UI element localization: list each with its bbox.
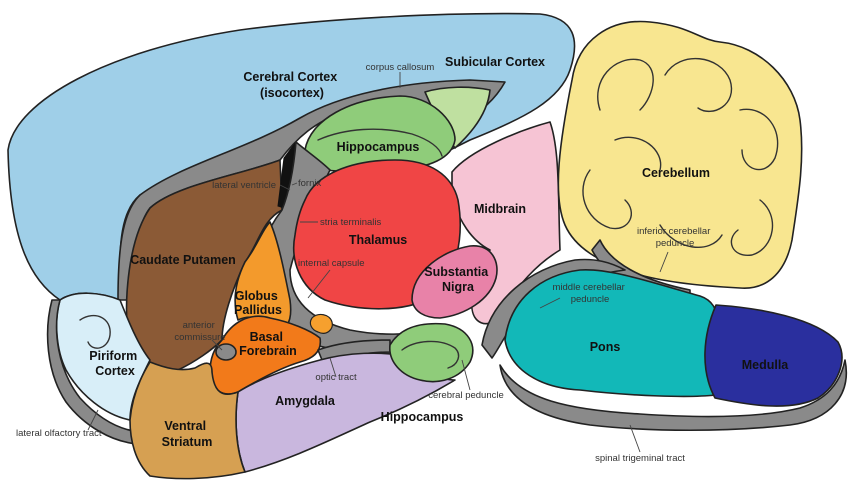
label-globus-pallidus: Globus Pallidus xyxy=(234,289,282,317)
annotation-spinal-trigeminal-tract: spinal trigeminal tract xyxy=(595,453,685,464)
label-hippocampus-dorsal: Hippocampus xyxy=(337,140,420,154)
label-thalamus: Thalamus xyxy=(349,233,407,247)
label-subicular-cortex: Subicular Cortex xyxy=(445,55,545,69)
hippocampus-dorsal-fold xyxy=(317,128,443,157)
substantia-nigra-region xyxy=(411,245,498,319)
leader-lines xyxy=(87,72,669,453)
label-pons: Pons xyxy=(590,340,621,354)
anterior-commissure-shape xyxy=(215,343,237,361)
label-midbrain: Midbrain xyxy=(474,202,526,216)
annotation-internal-capsule: internal capsule xyxy=(298,258,365,269)
annotation-optic-tract: optic tract xyxy=(315,372,357,383)
label-cerebellum: Cerebellum xyxy=(642,166,710,180)
label-hippocampus-ventral: Hippocampus xyxy=(381,410,464,424)
spinal-trigeminal-tract-band xyxy=(499,359,847,432)
annotation-stria-terminalis: stria terminalis xyxy=(320,217,381,228)
label-amygdala: Amygdala xyxy=(275,394,336,408)
small-nucleus-shape xyxy=(309,313,333,334)
label-caudate-putamen: Caudate Putamen xyxy=(130,253,236,267)
label-cerebral-cortex: Cerebral Cortex (isocortex) xyxy=(243,70,340,100)
globus-pallidus-region xyxy=(234,221,292,331)
ventral-striatum-region xyxy=(129,361,246,480)
label-ventral-striatum: Ventral Striatum xyxy=(162,419,213,449)
annotation-cerebral-peduncle: cerebral peduncle xyxy=(428,390,504,401)
label-medulla: Medulla xyxy=(742,358,790,372)
label-basal-forebrain: Basal Forebrain xyxy=(239,330,297,358)
piriform-fold xyxy=(79,315,111,349)
medulla-region xyxy=(704,304,843,407)
annotation-lateral-olfactory-tract: lateral olfactory tract xyxy=(16,428,102,439)
annotation-anterior-commissure: anterior commissure xyxy=(174,320,225,343)
annotation-lateral-ventricle: lateral ventricle xyxy=(212,180,276,191)
label-piriform-cortex: Piriform Cortex xyxy=(89,349,140,378)
hippocampus-ventral-fold xyxy=(401,340,460,369)
annotation-corpus-callosum: corpus callosum xyxy=(366,62,435,73)
cerebellum-folia xyxy=(582,58,779,256)
label-substantia-nigra: Substantia Nigra xyxy=(424,265,491,294)
annotation-fornix: fornix xyxy=(298,178,321,189)
annotation-inferior-cerebellar-peduncle: inferior cerebellar peduncle xyxy=(637,226,713,249)
cerebellum-region xyxy=(557,20,803,289)
annotation-middle-cerebellar-peduncle: middle cerebellar peduncle xyxy=(553,282,628,305)
